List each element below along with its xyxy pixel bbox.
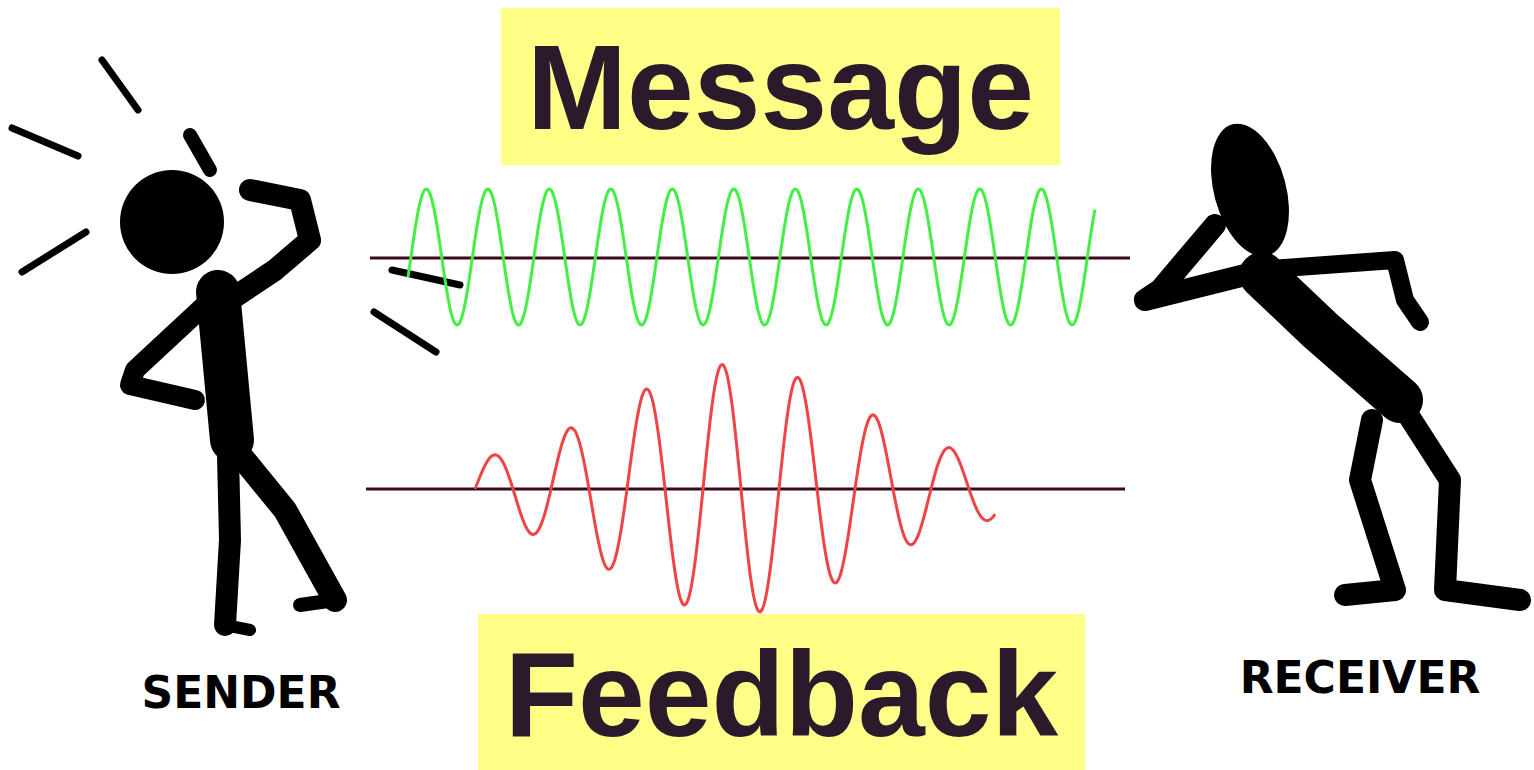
role-label: SENDER [141, 669, 340, 717]
text-box: Feedback [478, 614, 1085, 770]
box-title: Feedback [505, 634, 1059, 754]
feedback-wave [475, 365, 995, 612]
receiver-figure [1145, 115, 1520, 600]
wave-baseline [366, 488, 1125, 491]
box-title: Message [527, 27, 1034, 147]
role-label: RECEIVER [1240, 654, 1481, 702]
motion-lines [12, 60, 460, 352]
message-wave [408, 189, 1095, 325]
text-box: Message [501, 8, 1060, 165]
sender-figure [120, 135, 335, 630]
